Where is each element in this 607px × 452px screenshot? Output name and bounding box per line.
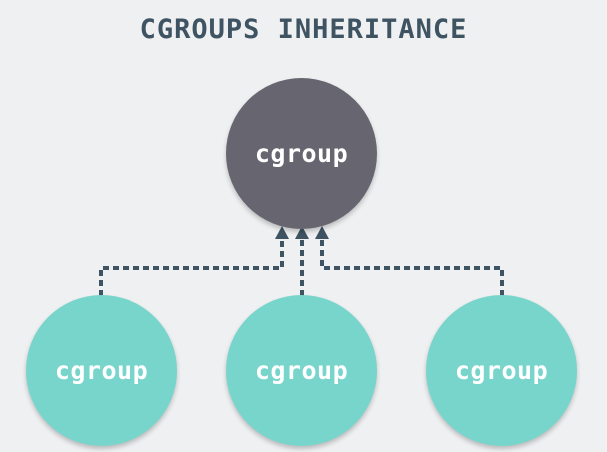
- child-cgroup-node-left: cgroup: [26, 295, 177, 446]
- child-cgroup-label-middle: cgroup: [254, 356, 349, 385]
- diagram-title: CGROUPS INHERITANCE: [139, 14, 468, 45]
- child-cgroup-label-left: cgroup: [54, 356, 149, 385]
- connector-left: [99, 238, 284, 296]
- arrowhead-left: [275, 226, 289, 239]
- parent-cgroup-label: cgroup: [254, 139, 349, 168]
- child-cgroup-label-right: cgroup: [454, 356, 549, 385]
- child-cgroup-node-right: cgroup: [426, 295, 577, 446]
- connector-right: [320, 238, 504, 296]
- arrowhead-middle: [295, 226, 309, 239]
- parent-cgroup-node: cgroup: [226, 78, 377, 229]
- child-cgroup-node-middle: cgroup: [226, 295, 377, 446]
- arrowhead-right: [315, 226, 329, 239]
